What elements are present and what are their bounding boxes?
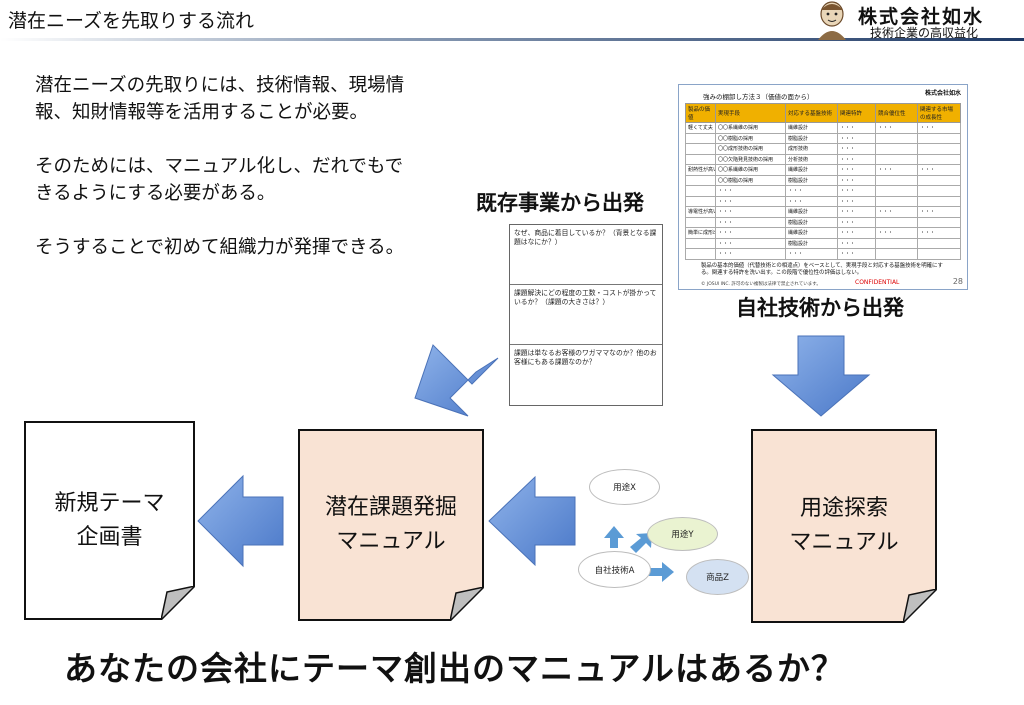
doc-table-header: 実現手段 (715, 103, 786, 123)
label-existing-business: 既存事業から出発 (476, 191, 644, 215)
mascot-icon (818, 1, 846, 40)
intro-paragraph: そうすることで初めて組織力が発揮できる。 (35, 237, 405, 258)
doc-table-row: 〇〇樹脂の採用樹脂設計・・・ (685, 174, 961, 186)
bubble-use-y: 用途Y (647, 517, 718, 551)
doc-table-row: 〇〇成形技術の採用成形技術・・・ (685, 143, 961, 155)
doc-table-cell (917, 143, 961, 155)
box-label: 潜在課題発掘 マニュアル (324, 495, 457, 554)
doc-table-cell: ・・・ (917, 122, 961, 134)
page-fold-icon (161, 586, 195, 620)
arrow-up-small (604, 526, 624, 548)
doc-table-cell (917, 153, 961, 165)
doc-table-cell (917, 216, 961, 228)
doc-footer: © JOSUI INC. 許可のない複製は法律で禁止されています。 (701, 282, 821, 287)
doc-note: 製品の基本的価値（代替技術との相違点）をベースとして、実現手段と対応する基盤技術… (701, 263, 943, 276)
header-rule (0, 38, 1024, 41)
doc-table-cell: ・・・ (917, 227, 961, 239)
doc-page-number: 28 (952, 277, 963, 286)
use-exploration-manual-box: 用途探索 マニュアル (751, 429, 937, 623)
doc-table-row: ・・・・・・・・・ (685, 195, 961, 207)
arrow-right-small (649, 562, 674, 582)
logo-name: 株式会社如水 (858, 6, 985, 28)
doc-table-row: ・・・樹脂設計・・・ (685, 216, 961, 228)
doc-table-cell (917, 174, 961, 186)
doc-table-header: 関連特許 (837, 103, 876, 123)
doc-table-cell (917, 185, 961, 197)
arrow-left-right-pair (488, 475, 576, 567)
company-logo: 株式会社如水 技術企業の高収益化 (806, 0, 1020, 44)
doc-table: 製品の価値実現手段対応する基盤技術関連特許競合優位性関連する市場の成長性 軽くて… (685, 103, 961, 260)
bubble-own-tech: 自社技術A (578, 551, 651, 588)
question-item: 課題は単なるお客様のワガママなのか？他のお客様にもある課題なのか？ (514, 349, 657, 366)
closing-question: あなたの会社にテーマ創出のマニュアルはあるか？ (64, 649, 846, 688)
question-item: なぜ、商品に着目しているか？（背景となる課題はなにか？） (510, 225, 662, 285)
doc-table-cell (917, 195, 961, 207)
page-title: 潜在ニーズを先取りする流れ (8, 10, 255, 32)
doc-table-row: 耐熱性が高い〇〇系繊維の採用繊維設計・・・・・・・・・ (685, 164, 961, 176)
doc-table-row: ・・・・・・・・・ (685, 185, 961, 197)
doc-table-header: 対応する基盤技術 (785, 103, 838, 123)
intro-paragraph: 潜在ニーズの先取りには、技術情報、現場情報、知財情報等を活用することが必要。 (35, 75, 405, 123)
doc-table-header: 関連する市場の成長性 (917, 103, 961, 123)
doc-table-cell (917, 248, 961, 260)
page-fold-icon (903, 589, 937, 623)
arrow-down-left (414, 344, 499, 417)
doc-table-row: ・・・・・・・・・ (685, 248, 961, 260)
intro-paragraph: そのためには、マニュアル化し、だれでもできるようにする必要がある。 (35, 156, 404, 204)
header: 潜在ニーズを先取りする流れ 株式会社如水 技術企業の高収益化 (0, 0, 1024, 46)
doc-table-row: ・・・樹脂設計・・・ (685, 237, 961, 249)
question-item: 課題解決にどの程度の工数・コストが掛かっているか？（課題の大きさは？） (510, 285, 662, 345)
doc-logo: 株式会社如水 (924, 90, 961, 97)
logo-tagline: 技術企業の高収益化 (870, 26, 979, 40)
new-theme-proposal-box: 新規テーマ 企画書 (24, 421, 195, 620)
bubble-use-x: 用途X (589, 469, 660, 505)
arrow-down (771, 335, 871, 417)
doc-table-row: 〇〇樹脂の採用樹脂設計・・・ (685, 132, 961, 144)
intro-text: 潜在ニーズの先取りには、技術情報、現場情報、知財情報等を活用することが必要。 そ… (35, 72, 415, 288)
doc-table-cell: ・・・ (917, 206, 961, 218)
doc-table-cell (917, 237, 961, 249)
doc-table-row: 簡単に成形出来る・・・繊維設計・・・・・・・・・ (685, 227, 961, 239)
latent-issue-manual-box: 潜在課題発掘 マニュアル (298, 429, 484, 621)
doc-table-row: 導電性が高い・・・繊維設計・・・・・・・・・ (685, 206, 961, 218)
arrow-left-left-pair (197, 474, 284, 568)
doc-table-row: 軽くて丈夫〇〇系繊維の採用繊維設計・・・・・・・・・ (685, 122, 961, 134)
arrow-diag-small (630, 533, 652, 553)
doc-table-header: 製品の価値 (685, 103, 716, 123)
doc-title: 強みの棚卸し方法３（価値の面から） (703, 93, 814, 101)
doc-table-cell: ・・・ (917, 164, 961, 176)
doc-table-cell (917, 132, 961, 144)
question-sheet: なぜ、商品に着目しているか？（背景となる課題はなにか？） 課題解決にどの程度の工… (509, 224, 663, 406)
doc-table-row: 〇〇欠陥発見技術の採用分析技術・・・ (685, 153, 961, 165)
bubble-product-z: 商品Z (686, 559, 749, 595)
label-own-technology: 自社技術から出発 (736, 296, 904, 320)
box-label: 新規テーマ 企画書 (54, 490, 165, 550)
doc-confidential: CONFIDENTIAL (855, 279, 900, 286)
page-fold-icon (450, 587, 484, 621)
strength-inventory-doc: 強みの棚卸し方法３（価値の面から） 株式会社如水 製品の価値実現手段対応する基盤… (678, 84, 968, 290)
box-label: 用途探索 マニュアル (789, 496, 899, 555)
